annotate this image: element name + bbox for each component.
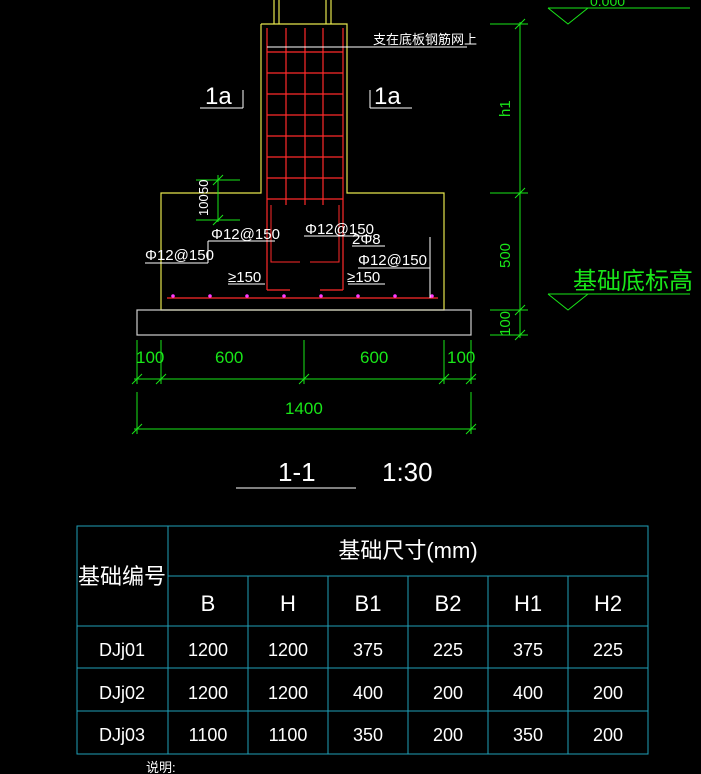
table-cell: 1200	[268, 640, 308, 660]
section-mark-right: 1a	[374, 83, 401, 110]
table-cell: 1200	[188, 640, 228, 660]
table-cell: 225	[593, 640, 623, 660]
table-row-id: DJj02	[99, 683, 145, 703]
concrete-outline	[136, 0, 472, 336]
dim-left-vertical-2: 50	[196, 180, 211, 194]
table-column-header: H2	[594, 591, 622, 616]
table-column-header: H	[280, 591, 296, 616]
column-rebar-cage	[266, 28, 344, 291]
table-grid	[76, 525, 649, 755]
table-group-header: 基础尺寸(mm)	[338, 538, 477, 563]
table-cell: 200	[433, 683, 463, 703]
rebar-label-4: Φ12@150	[358, 252, 427, 269]
table-cell: 1200	[188, 683, 228, 703]
table-cell: 200	[593, 683, 623, 703]
rebar-label-3: Φ12@150	[145, 247, 214, 264]
anchor-label-1: ≥150	[228, 269, 261, 286]
dim-bottom-600-right: 600	[360, 348, 388, 367]
dimension-lines	[131, 7, 690, 435]
dim-total: 1400	[285, 399, 323, 418]
table-cell: 200	[433, 725, 463, 745]
table-cell: 350	[513, 725, 543, 745]
rebar-label-1: Φ12@150	[211, 226, 280, 243]
base-elevation-label: 基础底标高	[573, 268, 693, 295]
table-row-id: DJj03	[99, 725, 145, 745]
rebar-label-5: 2Φ8	[352, 231, 381, 248]
top-elevation-label: 0.000	[590, 0, 625, 9]
table-cell: 400	[513, 683, 543, 703]
table-cell: 375	[353, 640, 383, 660]
anchor-label-2: ≥150	[347, 269, 380, 286]
table-column-header: H1	[514, 591, 542, 616]
table-cell: 225	[433, 640, 463, 660]
table-row-header: 基础编号	[78, 564, 166, 589]
table-column-header: B	[201, 591, 216, 616]
section-scale: 1:30	[382, 457, 433, 487]
drawing-annotations: 0.000 支在底板钢筋网上 1a 1a 100 50 Φ12@150 Φ12@…	[136, 0, 693, 487]
dim-500: 500	[497, 243, 514, 268]
table-cell: 350	[353, 725, 383, 745]
table-cell: 200	[593, 725, 623, 745]
table-row-id: DJj01	[99, 640, 145, 660]
table-cell: 375	[513, 640, 543, 660]
table-cell: 1200	[268, 683, 308, 703]
table-column-header: B1	[355, 591, 382, 616]
footer-note: 说明:	[146, 760, 176, 774]
section-title: 1-1	[278, 457, 316, 487]
dim-bottom-100-left: 100	[136, 348, 164, 367]
dim-100-right: 100	[497, 311, 514, 336]
rebar-dots	[171, 294, 434, 298]
table-cell: 1100	[269, 725, 308, 745]
dim-bottom-100-right: 100	[447, 348, 475, 367]
leader-lines	[145, 46, 467, 489]
dim-bottom-600-left: 600	[215, 348, 243, 367]
table-cell: 400	[353, 683, 383, 703]
table-column-header: B2	[435, 591, 462, 616]
section-mark-left: 1a	[205, 83, 232, 110]
note-rebar-support: 支在底板钢筋网上	[373, 32, 477, 47]
table-cell: 1100	[189, 725, 228, 745]
dim-h1: h1	[497, 100, 514, 117]
dim-left-vertical: 100	[196, 194, 211, 216]
rebar-label-2: Φ12@150	[305, 221, 374, 238]
